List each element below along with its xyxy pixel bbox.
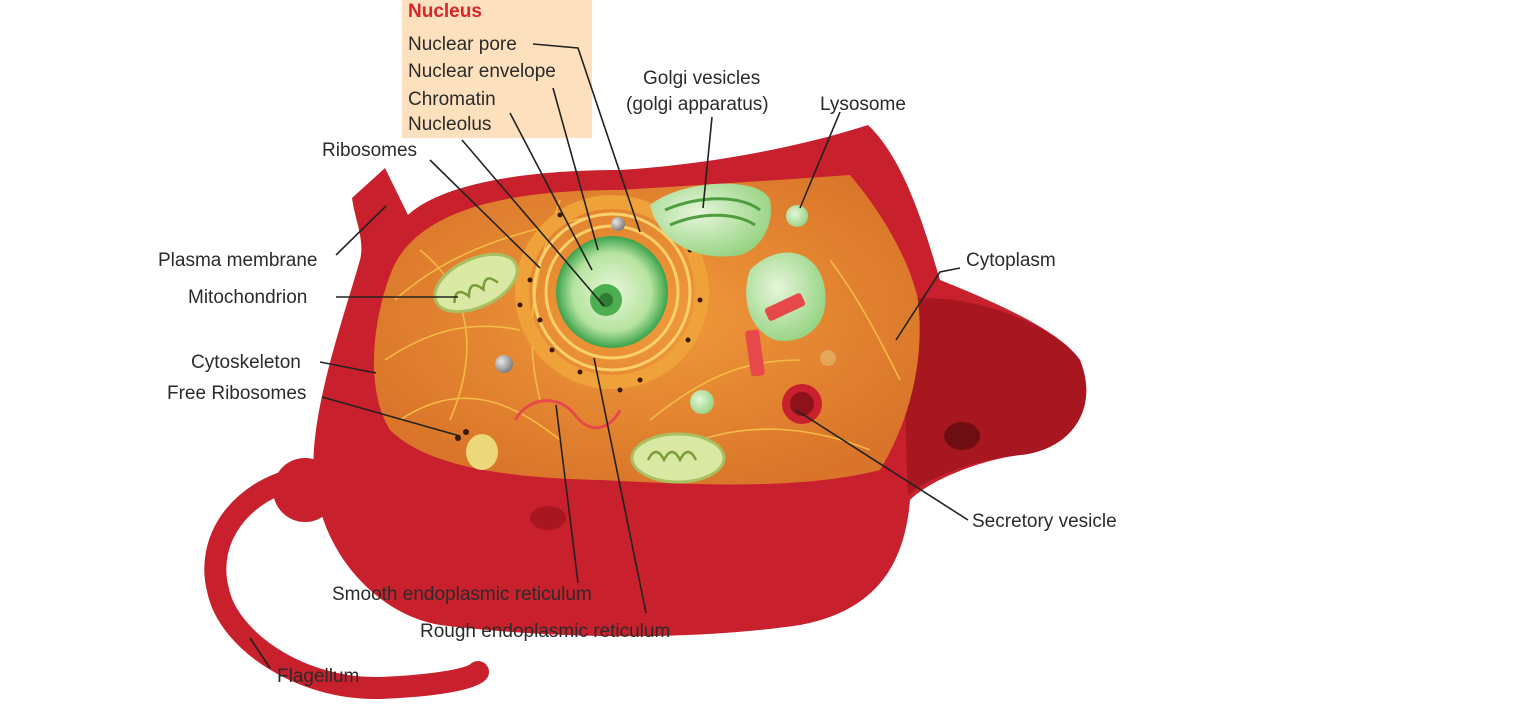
label-chromatin: Chromatin [408, 89, 496, 110]
label-secretory-vesicle: Secretory vesicle [972, 511, 1117, 532]
label-flagellum: Flagellum [277, 666, 359, 687]
label-rough-er: Rough endoplasmic reticulum [420, 621, 670, 642]
centriole-shape [745, 293, 806, 377]
label-cytoskeleton: Cytoskeleton [191, 352, 301, 373]
label-lysosome: Lysosome [820, 94, 906, 115]
label-nuclear-envelope: Nuclear envelope [408, 61, 556, 82]
label-smooth-er: Smooth endoplasmic reticulum [332, 584, 592, 605]
label-golgi-line1: Golgi vesicles [643, 68, 760, 89]
label-cytoplasm: Cytoplasm [966, 250, 1056, 271]
nucleus-title: Nucleus [408, 1, 482, 22]
label-mitochondrion: Mitochondrion [188, 287, 307, 308]
golgi-shape [650, 183, 826, 341]
label-nuclear-pore: Nuclear pore [408, 34, 517, 55]
label-plasma-membrane: Plasma membrane [158, 250, 317, 271]
label-nucleolus: Nucleolus [408, 114, 491, 135]
label-ribosomes: Ribosomes [322, 140, 417, 161]
leader-lines [249, 43, 969, 669]
rough-er-shape [515, 195, 709, 389]
cytoskeleton-strands [384, 199, 901, 451]
label-free-ribosomes: Free Ribosomes [167, 383, 306, 404]
cell-lobe-shape [900, 298, 1087, 495]
label-golgi-line2: (golgi apparatus) [626, 94, 769, 115]
